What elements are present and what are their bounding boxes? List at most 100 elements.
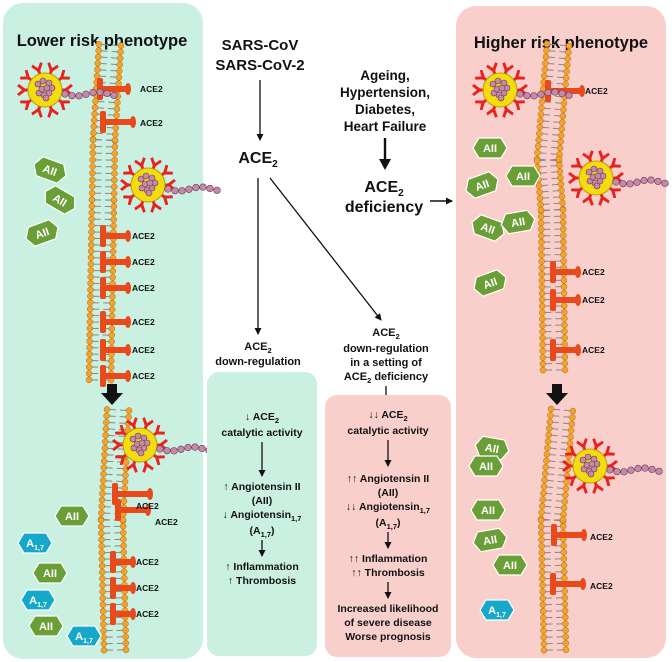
ace2-label: ACE2: [590, 581, 613, 591]
ace2-receptor-icon: [110, 577, 136, 599]
svg-text:AII: AII: [479, 461, 493, 473]
downreg-right-line3: in a setting of: [350, 357, 422, 369]
ace2-receptor-icon: [100, 111, 136, 133]
ace2-receptors: [97, 78, 587, 625]
ace2-receptor-icon: [100, 251, 131, 273]
ace2-label: ACE2: [132, 283, 155, 293]
svg-text:AII: AII: [516, 171, 530, 183]
risk-factor-1: Ageing,: [360, 68, 410, 83]
ace2-label: ACE2: [136, 583, 159, 593]
ace2-label: ACE2: [132, 231, 155, 241]
left-box-ang2-line2: (AII): [252, 495, 272, 507]
angiotensin-ii-hexagon: AII: [472, 527, 508, 553]
angiotensin-ii-hexagon: AII: [500, 209, 536, 235]
angiotensin-ii-hexagon: AII: [468, 455, 504, 477]
virus-particles: [17, 62, 669, 494]
ace2-receptor-icon: [110, 603, 136, 625]
ace2-label: ACE2: [140, 84, 163, 94]
right-box-catalytic-line2: catalytic activity: [347, 425, 428, 437]
svg-text:AII: AII: [41, 163, 58, 179]
virus-icon: [568, 150, 669, 206]
left-panel-title: Lower risk phenotype: [17, 32, 188, 50]
left-box-ang17-line2: (A1,7): [249, 525, 274, 539]
ace2-label: ACE2: [136, 501, 159, 511]
svg-text:AII: AII: [481, 505, 495, 517]
ace2-receptor-icon: [550, 261, 581, 283]
ace2-receptor-icon: [115, 499, 151, 521]
left-transition-arrow: [101, 384, 123, 405]
ace2-receptor-icon: [550, 573, 586, 595]
svg-text:A1,7: A1,7: [29, 595, 47, 609]
right-box-ang17-line2: (A1,7): [375, 517, 400, 531]
ace2-label: ACE2: [136, 557, 159, 567]
ace2-receptor-icon: [551, 524, 587, 546]
angiotensin-ii-hexagon: AII: [492, 554, 528, 576]
left-box-ang2-line1: ↑ Angiotensin II: [223, 481, 300, 493]
left-membrane-top: [85, 41, 125, 384]
ace2-label: ACE2: [582, 267, 605, 277]
ace2-labels: ACE2ACE2ACE2ACE2ACE2ACE2ACE2ACE2ACE2ACE2…: [132, 84, 613, 619]
svg-text:AII: AII: [483, 143, 497, 155]
angiotensin-ii-hexagon: AII: [44, 185, 76, 215]
right-box-outcome-2: ↑↑ Thrombosis: [351, 567, 425, 579]
angiotensin-1-7-hexagon: A1,7: [66, 625, 102, 647]
left-box-catalytic-line1: ↓ ACE2: [245, 411, 279, 425]
angiotensin-ii-hexagon: AII: [54, 505, 90, 527]
svg-text:A1,7: A1,7: [488, 605, 506, 619]
right-box-ang2-line2: (AII): [378, 487, 398, 499]
right-panel-title: Higher risk phenotype: [474, 34, 648, 52]
angiotensin-ii-hexagon: AII: [474, 435, 510, 461]
downreg-right-line4: ACE2 deficiency: [344, 371, 429, 385]
svg-text:AII: AII: [503, 560, 517, 572]
left-box-ang17-line1: ↓ Angiotensin1,7: [223, 509, 302, 523]
ace2-receptor-icon: [100, 365, 131, 387]
ace2-label: ACE2: [132, 317, 155, 327]
left-result-box: [207, 372, 317, 656]
right-box-ang17-line1: ↓↓ Angiotensin1,7: [346, 501, 430, 515]
risk-factor-3: Diabetes,: [355, 102, 415, 117]
svg-text:AII: AII: [43, 568, 57, 580]
left-box-catalytic-line2: catalytic activity: [221, 427, 302, 439]
angiotensin-ii-hexagon: AII: [505, 165, 541, 187]
ace2-receptor-icon: [550, 339, 581, 361]
angiotensin-ii-hexagon: AII: [28, 615, 64, 637]
downreg-left-line2: down-regulation: [215, 356, 301, 368]
right-box-ang2-line1: ↑↑ Angiotensin II: [347, 473, 430, 485]
ace2-receptor-icon: [550, 289, 581, 311]
angiotensin-ii-hexagon: AII: [471, 214, 505, 242]
virus-icon: [17, 62, 118, 118]
svg-text:AII: AII: [65, 511, 79, 523]
angiotensin-ii-hexagon: AII: [473, 269, 507, 297]
ace2-receptor-icon: [100, 277, 131, 299]
svg-text:A1,7: A1,7: [75, 631, 93, 645]
left-box-outcome-1: ↑ Inflammation: [225, 561, 299, 573]
angiotensin-ii-hexagon: AII: [25, 219, 59, 247]
risk-factor-4: Heart Failure: [344, 119, 427, 134]
ace2-receptor-icon: [100, 339, 131, 361]
svg-text:AII: AII: [510, 216, 526, 230]
svg-text:AII: AII: [484, 442, 500, 456]
right-box-catalytic-line1: ↓↓ ACE2: [368, 409, 407, 423]
ace2-receptor-icon: [100, 311, 131, 333]
arrow-ace2-to-deficient-downreg: [269, 177, 382, 321]
virus-icon: [562, 438, 663, 494]
ace2-receptor-icon: [110, 551, 136, 573]
deficiency-line2: deficiency: [345, 199, 423, 216]
ace2-label: ACE2: [136, 609, 159, 619]
svg-text:AII: AII: [482, 534, 498, 548]
right-box-prognosis-3: Worse prognosis: [345, 631, 431, 643]
angiotensin-ii-hexagon: AII: [472, 137, 508, 159]
ace2-label: ACE2: [132, 345, 155, 355]
ace2-label: ACE2: [132, 371, 155, 381]
ace2-label: ACE2: [155, 517, 178, 527]
angiotensin-1-7-hexagon: A1,7: [17, 532, 53, 554]
svg-text:AII: AII: [474, 178, 491, 194]
right-box-prognosis-1: Increased likelihood: [338, 603, 439, 615]
angiotensin-1-7-hexagon: A1,7: [479, 599, 515, 621]
svg-text:AII: AII: [479, 221, 496, 237]
angiotensin-peptides: AIIAIIAIIAIIAIIAIIA1,7A1,7A1,7AIIAIIAIIA…: [17, 137, 541, 647]
virus-icon: [120, 157, 221, 213]
ace2-label: ACE2: [585, 86, 608, 96]
